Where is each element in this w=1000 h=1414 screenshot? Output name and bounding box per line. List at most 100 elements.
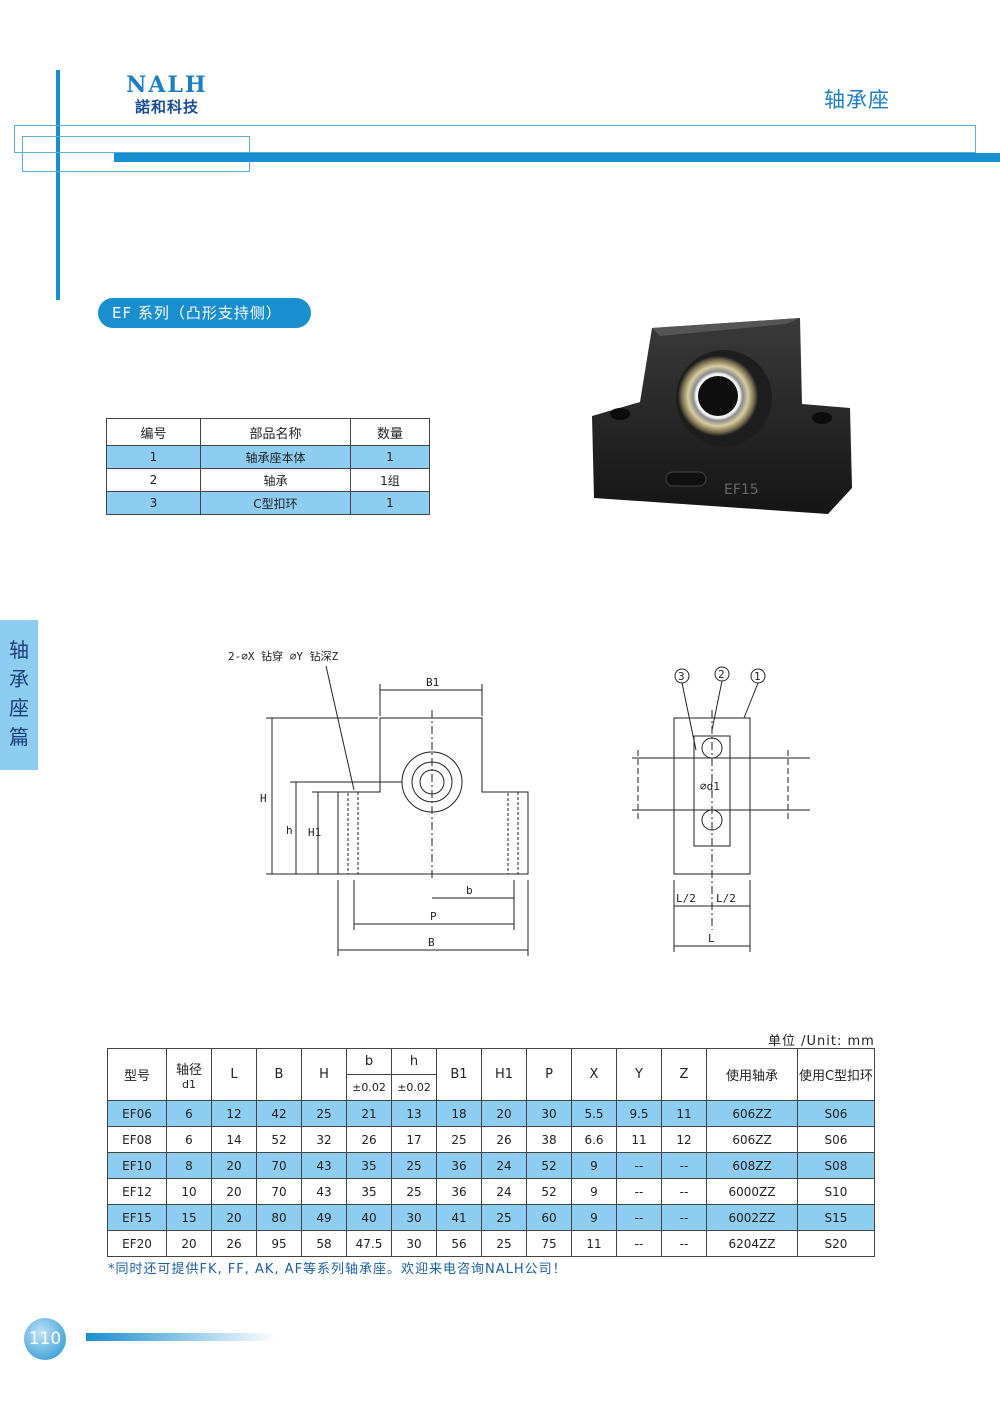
table-cell: 606ZZ — [706, 1100, 798, 1127]
table-cell: EF20 — [107, 1230, 167, 1257]
table-cell: 36 — [436, 1178, 482, 1205]
product-engraving: EF15 — [724, 482, 759, 498]
table-cell: 52 — [526, 1152, 572, 1179]
table-cell: 25 — [481, 1230, 527, 1257]
dim-label-half-l-right: L/2 — [716, 892, 736, 905]
table-cell: 25 — [481, 1204, 527, 1231]
table-cell: 15 — [166, 1204, 212, 1231]
table-cell: 6204ZZ — [706, 1230, 798, 1257]
table-cell: -- — [616, 1230, 662, 1257]
table-cell: 20 — [166, 1230, 212, 1257]
front-view-outline — [337, 717, 529, 875]
table-cell: 75 — [526, 1230, 572, 1257]
table-cell: 26 — [346, 1126, 392, 1153]
table-cell: -- — [616, 1152, 662, 1179]
table-cell: 1 — [106, 445, 201, 469]
table-cell: 9 — [571, 1178, 617, 1205]
front-view-left-hole — [347, 791, 359, 875]
table-cell: 52 — [256, 1126, 302, 1153]
side-tab-char: 篇 — [9, 725, 29, 749]
table-cell: 606ZZ — [706, 1126, 798, 1153]
footnote: *同时还可提供FK, FF, AK, AF等系列轴承座。欢迎来电咨询NALH公司… — [108, 1262, 567, 1277]
table-cell: 11 — [571, 1230, 617, 1257]
front-view-bore-inner — [411, 761, 453, 803]
table-cell: 30 — [391, 1230, 437, 1257]
side-tab-char: 承 — [9, 667, 29, 691]
callout-1-label: 1 — [754, 670, 761, 683]
header-h1: H1 — [481, 1048, 527, 1101]
hole-note: 2-∅X 钻穿 ∅Y 钻深Z — [228, 649, 339, 663]
table-cell: 2 — [106, 468, 201, 492]
table-cell: 6 — [166, 1126, 212, 1153]
side-tab — [0, 620, 38, 770]
table-cell: 9 — [571, 1204, 617, 1231]
table-cell: EF08 — [107, 1126, 167, 1153]
table-cell: 11 — [661, 1100, 707, 1127]
table-cell: S20 — [797, 1230, 875, 1257]
header-y: Y — [616, 1048, 662, 1101]
side-view-bearing — [693, 735, 731, 847]
dim-label-h: h — [286, 824, 293, 837]
table-cell: 70 — [256, 1152, 302, 1179]
table-cell: 25 — [391, 1152, 437, 1179]
table-cell: 24 — [481, 1178, 527, 1205]
header-b-tolerance: ±0.02 — [346, 1074, 392, 1101]
dim-label-b-total: B — [428, 936, 435, 949]
parts-table: 编号 部品名称 数量 1 轴承座本体 1 2 轴承 1组 3 C型扣环 1 — [106, 418, 430, 515]
header-ring: 使用C型扣环 — [797, 1048, 875, 1101]
table-cell: 47.5 — [346, 1230, 392, 1257]
table-cell: 24 — [481, 1152, 527, 1179]
header-b1: B1 — [436, 1048, 482, 1101]
header-h-tolerance: ±0.02 — [391, 1074, 437, 1101]
footer-bar — [86, 1333, 276, 1341]
callout-3-label: 3 — [678, 670, 685, 683]
header-p: P — [526, 1048, 572, 1101]
front-view-bore-shaft — [419, 769, 445, 795]
table-cell: EF15 — [107, 1204, 167, 1231]
header-frame-line — [14, 125, 976, 153]
side-tab-label: 轴 承 座 篇 — [0, 636, 38, 752]
dim-label-p: P — [430, 910, 437, 923]
table-cell: 21 — [346, 1100, 392, 1127]
table-cell: 25 — [436, 1126, 482, 1153]
table-cell: 12 — [211, 1100, 257, 1127]
table-cell: 30 — [526, 1100, 572, 1127]
parts-header-number: 编号 — [106, 418, 201, 446]
table-cell: EF06 — [107, 1100, 167, 1127]
logo-wordmark: NALH — [126, 72, 208, 98]
product-photo: EF15 — [592, 318, 852, 514]
table-cell: 36 — [436, 1152, 482, 1179]
header-b: b — [346, 1048, 392, 1075]
table-cell: 56 — [436, 1230, 482, 1257]
table-cell: 32 — [301, 1126, 347, 1153]
table-cell: 1 — [350, 491, 430, 515]
table-cell: C型扣环 — [200, 491, 351, 515]
parts-header-name: 部品名称 — [200, 418, 351, 446]
parts-header-qty: 数量 — [350, 418, 430, 446]
table-cell: 18 — [436, 1100, 482, 1127]
dim-label-l: L — [708, 932, 715, 945]
table-cell: -- — [661, 1178, 707, 1205]
table-cell: 17 — [391, 1126, 437, 1153]
unit-label: 单位 /Unit: mm — [768, 1034, 875, 1049]
table-cell: 20 — [211, 1204, 257, 1231]
table-cell: 13 — [391, 1100, 437, 1127]
table-cell: -- — [661, 1204, 707, 1231]
table-cell: 25 — [391, 1178, 437, 1205]
header-z: Z — [661, 1048, 707, 1101]
technical-drawing: 2-∅X 钻穿 ∅Y 钻深Z B1 H h H1 b P B ∅d1 L/2 L… — [228, 649, 810, 956]
table-cell: 20 — [481, 1100, 527, 1127]
table-cell: 35 — [346, 1178, 392, 1205]
table-cell: 60 — [526, 1204, 572, 1231]
table-cell: 轴承 — [200, 468, 351, 492]
header-shaft-sub: d1 — [182, 1077, 196, 1091]
table-cell: 20 — [211, 1152, 257, 1179]
dim-label-h-total: H — [260, 792, 267, 805]
header-bearing: 使用轴承 — [706, 1048, 798, 1101]
table-row: 1 轴承座本体 1 — [106, 445, 430, 469]
table-cell: 8 — [166, 1152, 212, 1179]
